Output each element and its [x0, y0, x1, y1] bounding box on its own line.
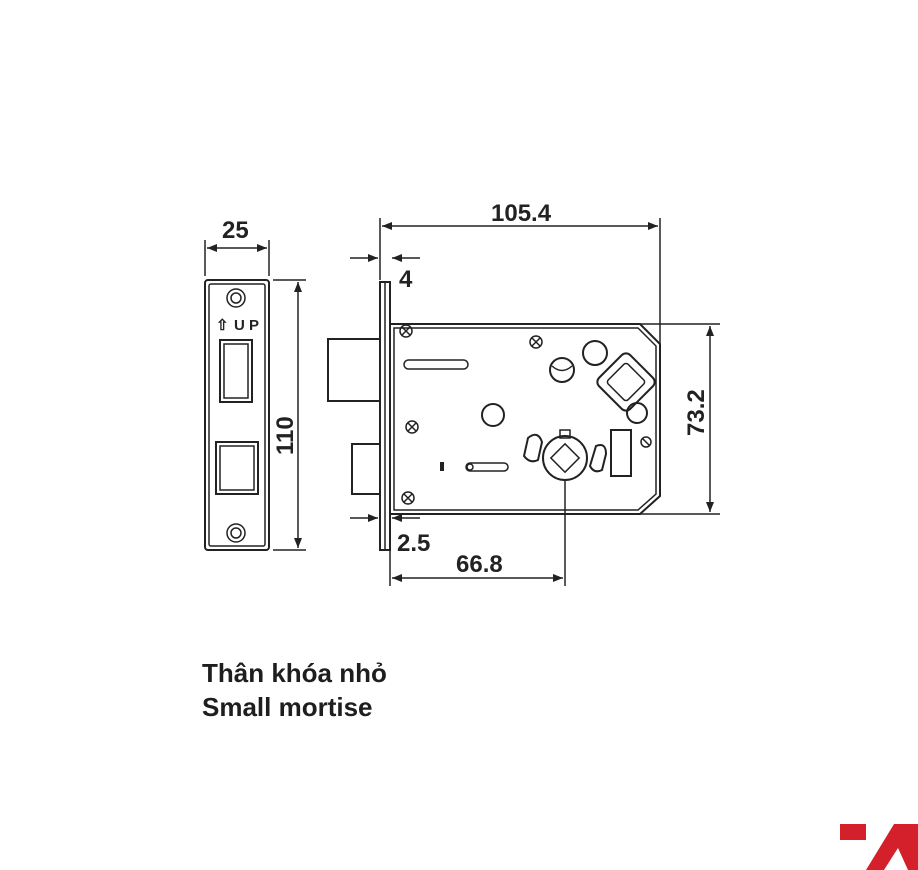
- faceplate-thickness-label: 4: [399, 266, 413, 293]
- case-screw: [401, 491, 415, 505]
- total-length-label: 105.4: [491, 200, 552, 227]
- dim-total-length: [379, 218, 661, 344]
- up-marking: U P: [234, 317, 259, 334]
- caption-vietnamese: Thân khóa nhỏ: [202, 658, 387, 688]
- dim-faceplate-height: [273, 279, 306, 551]
- case-screw: [640, 436, 652, 448]
- dim-backset: [389, 480, 566, 586]
- up-arrow-icon: ⇧: [216, 317, 229, 334]
- dim-faceplate-width: [204, 240, 270, 276]
- case-screw: [405, 420, 419, 434]
- offset-label: 2.5: [397, 530, 430, 557]
- backset-label: 66.8: [456, 551, 503, 578]
- faceplate-height-label: 110: [272, 416, 299, 455]
- spindle-hub: [596, 352, 656, 412]
- faceplate: [204, 279, 270, 551]
- faceplate-width-label: 25: [222, 217, 249, 244]
- case-screw: [529, 335, 543, 349]
- caption-english: Small mortise: [202, 692, 373, 722]
- dim-case-height: [640, 323, 720, 515]
- case-height-label: 73.2: [683, 389, 710, 436]
- lock-body: [327, 281, 661, 551]
- case-screw: [399, 324, 413, 338]
- brand-logo-icon: [840, 824, 918, 870]
